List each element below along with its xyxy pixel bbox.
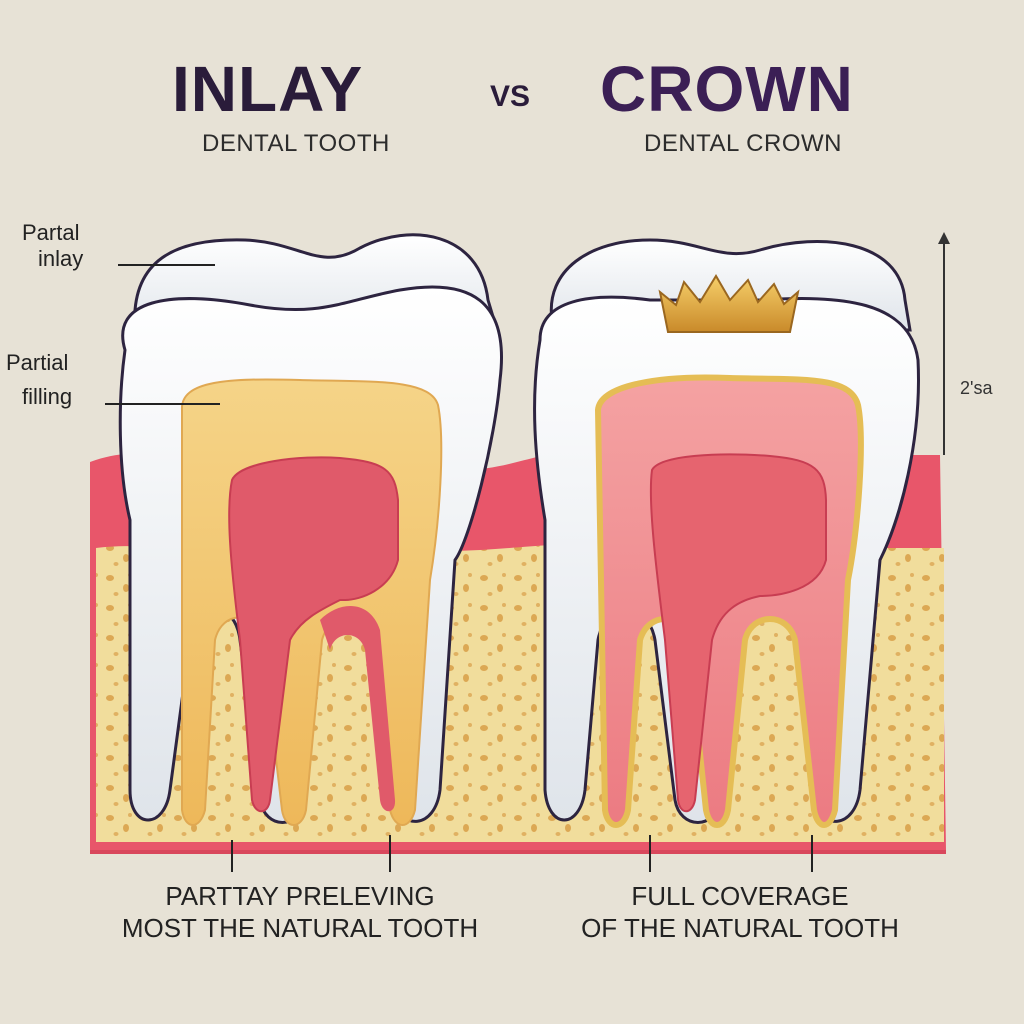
label-partial-filling-line1: Partial	[6, 350, 69, 375]
label-partial-filling: Partial filling	[6, 350, 72, 410]
measure-arrow-icon	[938, 232, 950, 244]
label-partial-inlay-line2: inlay	[38, 246, 84, 271]
caption-crown: FULL COVERAGE OF THE NATURAL TOOTH	[560, 880, 920, 944]
label-partial-filling-line2: filling	[22, 384, 73, 409]
inlay-tooth	[118, 233, 503, 826]
caption-crown-line2: OF THE NATURAL TOOTH	[581, 913, 899, 943]
label-partial-inlay-line1: Partal	[22, 220, 80, 245]
caption-inlay-line2: MOST THE NATURAL TOOTH	[121, 913, 479, 943]
title-inlay: INLAY	[172, 53, 364, 125]
gold-crown-icon	[658, 274, 800, 333]
title-crown: CROWN	[600, 53, 854, 125]
caption-crown-line1: FULL COVERAGE	[631, 881, 849, 911]
measure-label: 2'sa	[960, 378, 993, 398]
crown-tooth	[533, 238, 920, 828]
subtitle-dental-crown: DENTAL CROWN	[644, 130, 842, 157]
subtitle-dental-tooth: DENTAL TOOTH	[202, 130, 390, 157]
caption-inlay: PARTTAY PRELEVING MOST THE NATURAL TOOTH	[120, 880, 480, 944]
caption-inlay-line1: PARTTAY PRELEVING	[165, 881, 435, 911]
label-partial-inlay: Partal inlay	[22, 220, 83, 272]
title-vs: VS	[490, 80, 531, 113]
